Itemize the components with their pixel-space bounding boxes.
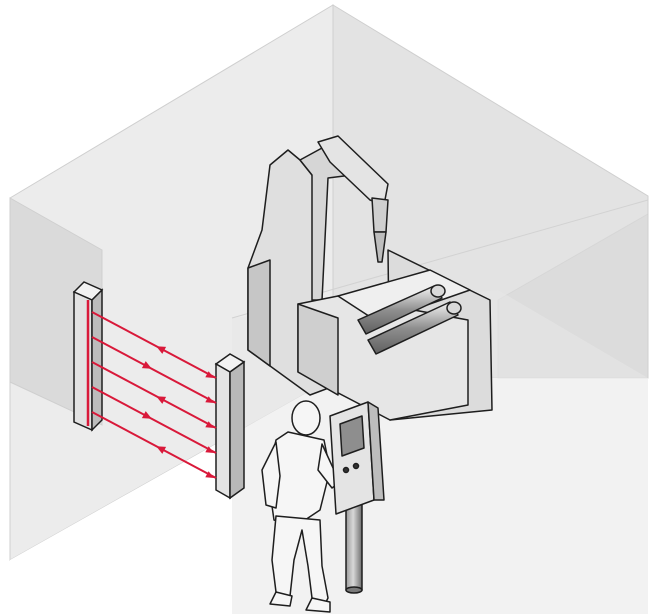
light-beam (91, 311, 217, 379)
beam-arrow-icon (156, 346, 167, 354)
operator-feet (269, 591, 331, 613)
robot-wrist (371, 197, 389, 233)
light-beam (91, 411, 217, 479)
light-beam (91, 336, 217, 404)
panel-housing-side (367, 401, 385, 501)
beam-arrow-icon (141, 361, 152, 369)
beam-end-arrow-icon (205, 446, 214, 453)
machine-top-tray (337, 269, 471, 323)
beam-arrow-icon (156, 396, 167, 404)
panel-housing (329, 401, 375, 515)
panel-button (342, 466, 350, 474)
light-beam (91, 386, 217, 454)
panel-screen (339, 415, 365, 457)
robot-tool (373, 231, 387, 263)
beam-end-arrow-icon (205, 371, 214, 378)
robot-base-side (247, 259, 271, 367)
operator-left-arm (261, 441, 281, 509)
beam-arrow-icon (141, 411, 152, 419)
roller-1 (357, 284, 446, 335)
light-curtain-receiver-icon (214, 353, 246, 500)
beam-arrow-icon (156, 446, 167, 454)
roller-machine (297, 249, 493, 421)
beam-end-arrow-icon (205, 396, 214, 403)
control-panel-icon (329, 401, 385, 594)
panel-post (345, 497, 363, 591)
light-curtain-emitter-icon (72, 281, 104, 432)
light-curtain-beams (91, 311, 217, 479)
roller-2 (367, 301, 462, 355)
beam-end-arrow-icon (205, 471, 214, 478)
light-beam (91, 361, 217, 429)
operator-head (291, 400, 321, 436)
machine-body-side (297, 303, 339, 396)
beam-end-arrow-icon (205, 421, 214, 428)
panel-button (352, 462, 360, 470)
